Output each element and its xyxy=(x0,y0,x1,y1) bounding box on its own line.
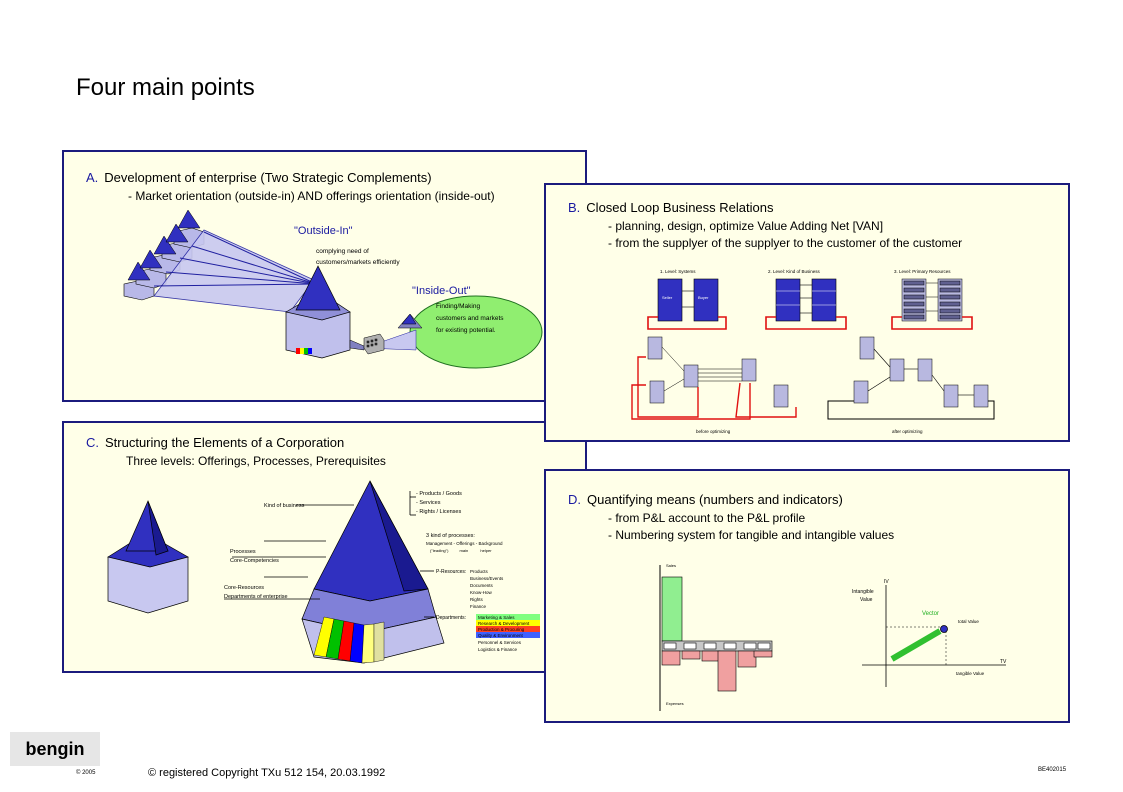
seller-label: Seller xyxy=(662,295,673,300)
inside-out-text2: customers and markets xyxy=(436,315,504,322)
panel-c-letter: C. xyxy=(86,435,99,450)
panel-b-line2: - from the supplyer of the supplyer to t… xyxy=(608,236,963,250)
after-label: after optimizing xyxy=(892,429,923,434)
big-building xyxy=(285,265,351,359)
level-1-diagram: Seller Buyer xyxy=(647,278,727,330)
panel-b-title: Closed Loop Business Relations xyxy=(586,200,774,215)
resource-item: Know-How xyxy=(470,590,493,595)
outside-in-text1: complying need of xyxy=(316,248,369,255)
total-value-label: total Value xyxy=(958,619,979,624)
p-resources-label: P-Resources: xyxy=(436,569,466,575)
footer-year: © 2005 xyxy=(76,770,96,776)
resource-item: Documents xyxy=(470,583,494,588)
intangible-label-2: Value xyxy=(860,597,873,603)
department-item: Quality & Environment xyxy=(478,633,524,638)
resource-item: Finance xyxy=(470,604,487,609)
panel-d-line2: - Numbering system for tangible and inta… xyxy=(608,528,895,542)
panel-d-title: Quantifying means (numbers and indicator… xyxy=(587,492,843,507)
department-item: Personnel & Services xyxy=(478,640,522,645)
vector-chart: Intangible Value IV TV Vector total Valu… xyxy=(852,579,1007,687)
footer-copyright: © registered Copyright TXu 512 154, 20.0… xyxy=(148,767,386,779)
resource-item: Rights xyxy=(470,597,484,602)
panel-b-line1: - planning, design, optimize Value Addin… xyxy=(608,219,884,233)
core-resources-label: Core-Resources xyxy=(224,585,264,591)
panel-d: D. Quantifying means (numbers and indicat… xyxy=(544,469,1070,723)
sales-label: Sales xyxy=(666,563,676,568)
panel-a-heading: A. Development of enterprise (Two Strateg… xyxy=(86,170,432,185)
processes-sub: ("leading") main helper xyxy=(430,548,492,553)
left-building xyxy=(107,500,189,614)
tv-label: TV xyxy=(1000,659,1007,665)
panel-b-diagram: 1. Level: Systems 2. Level: Kind of Busi… xyxy=(631,269,995,434)
processes-line: Management - Offerings - Background xyxy=(426,541,503,546)
departments-heading: Departments: xyxy=(436,615,466,621)
outside-in-label: "Outside-In" xyxy=(294,225,353,237)
resource-item: Business/Events xyxy=(470,576,504,581)
kind-of-business-label: Kind of business xyxy=(264,503,305,509)
offerings-item: - Services xyxy=(416,500,441,506)
panel-b: B. Closed Loop Business Relations - plann… xyxy=(544,183,1070,442)
kinds-of-processes: 3 kind of processes: xyxy=(426,533,475,539)
level-3-diagram xyxy=(891,278,973,330)
page-title: Four main points xyxy=(76,74,255,101)
after-network: after optimizing xyxy=(827,336,995,434)
expenses-label: Expenses xyxy=(666,701,684,706)
department-item: Marketing & Sales xyxy=(478,615,515,620)
offerings-item: - Rights / Licenses xyxy=(416,509,461,515)
buyer-label: Buyer xyxy=(698,295,709,300)
inside-out-label: "Inside-Out" xyxy=(412,285,471,297)
pl-profile: Sales Expenses xyxy=(659,563,773,711)
inside-out-text1: Finding/Making xyxy=(436,303,480,310)
panel-a-subtitle: - Market orientation (outside-in) AND of… xyxy=(128,189,495,203)
level-2-diagram xyxy=(765,278,847,330)
panel-a-letter: A. xyxy=(86,170,99,185)
iv-label: IV xyxy=(884,579,889,585)
panel-c-title: Structuring the Elements of a Corporatio… xyxy=(105,435,345,450)
department-list: Marketing & Sales Research & Development… xyxy=(476,614,540,652)
inside-out-text3: for existing potential. xyxy=(436,327,496,334)
panel-d-line1: - from P&L account to the P&L profile xyxy=(608,511,806,525)
panel-b-letter: B. xyxy=(568,200,581,215)
panel-c-diagram: Kind of business - Products / Goods - Se… xyxy=(107,480,540,664)
footer-code: BE402015 xyxy=(1038,767,1067,773)
small-pyramid xyxy=(397,313,423,329)
panel-c: C. Structuring the Elements of a Corporat… xyxy=(62,421,587,673)
resource-item: Products xyxy=(470,569,489,574)
departments-label: Departments of enterprise xyxy=(224,594,288,600)
bengin-logo: bengin xyxy=(10,732,100,766)
level-1-label: 1. Level: Systems xyxy=(660,269,696,274)
level-2-label: 2. Level: Kind of Business xyxy=(768,269,821,274)
panel-a-diagram: "Outside-In" complying need of customers… xyxy=(123,209,543,369)
department-item: Logistics & Finance xyxy=(478,647,518,652)
panel-d-heading: D. Quantifying means (numbers and indicat… xyxy=(568,492,843,507)
vector-label: Vector xyxy=(922,611,939,617)
department-item: Production & Procuring xyxy=(478,627,525,632)
outside-in-text2: customers/markets efficiently xyxy=(316,259,400,266)
panel-a: A. Development of enterprise (Two Strateg… xyxy=(62,150,587,402)
before-network: before optimizing xyxy=(631,336,797,434)
intangible-label-1: Intangible xyxy=(852,589,874,595)
small-cube xyxy=(363,333,385,355)
offerings-item: - Products / Goods xyxy=(416,491,462,497)
panel-a-title: Development of enterprise (Two Strategic… xyxy=(104,170,432,185)
tangible-value-label: tangible Value xyxy=(956,671,985,676)
core-competencies-label: Core-Competencies xyxy=(230,558,279,564)
panel-c-subtitle: Three levels: Offerings, Processes, Prer… xyxy=(126,454,386,468)
panel-d-letter: D. xyxy=(568,492,581,507)
panel-d-diagram: Sales Expenses Intangible Value IV TV Ve… xyxy=(659,563,1007,711)
level-3-label: 3. Level: Primary Resources xyxy=(894,269,951,274)
panel-b-heading: B. Closed Loop Business Relations xyxy=(568,200,773,215)
department-item: Research & Development xyxy=(478,621,530,626)
color-stripes xyxy=(296,348,312,354)
processes-label: Processes xyxy=(230,549,256,555)
department-stripes xyxy=(313,616,385,664)
before-label: before optimizing xyxy=(696,429,731,434)
inside-out-beam xyxy=(349,339,365,351)
panel-c-heading: C. Structuring the Elements of a Corporat… xyxy=(86,435,344,450)
